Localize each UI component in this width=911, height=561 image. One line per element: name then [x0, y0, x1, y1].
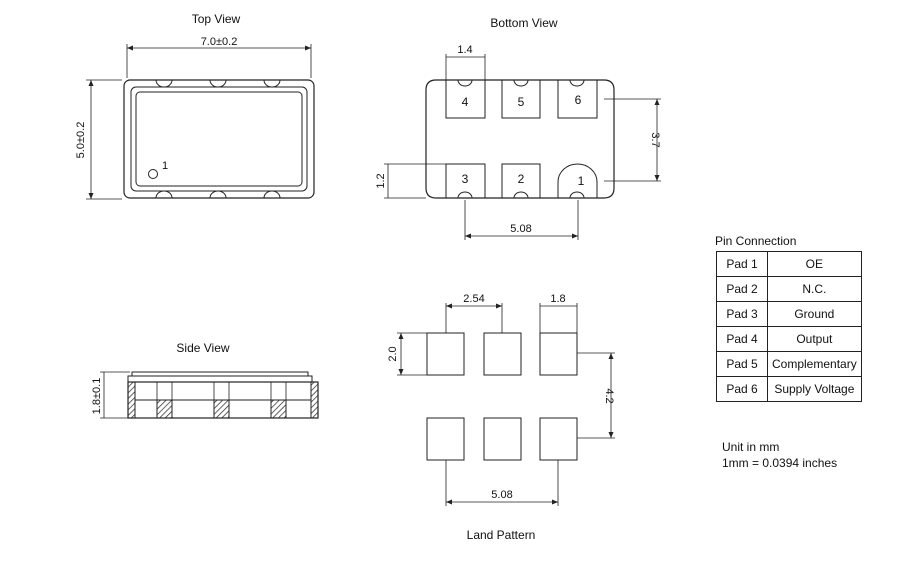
pad-cell: Pad 2: [716, 276, 768, 302]
land-pad-top-2: [483, 332, 522, 376]
bottom-package-outline: [425, 79, 615, 199]
pad-cell: Pad 3: [716, 301, 768, 327]
table-row: Pad 1 OE: [716, 251, 862, 277]
side-view: Side View 1.8±0.1: [91, 341, 319, 419]
function-cell: OE: [767, 251, 862, 277]
land-pad-top-3: [539, 332, 578, 376]
lp-pad-width-dim: 1.8: [550, 293, 565, 305]
lp-pitch-dim: 2.54: [463, 293, 484, 305]
top-view-title: Top View: [192, 12, 241, 26]
table-row: Pad 2 N.C.: [716, 276, 862, 302]
pad-6: [557, 79, 598, 119]
side-edge-left: [127, 381, 136, 419]
table-row: Pad 3 Ground: [716, 301, 862, 327]
pad-6-label: 6: [575, 93, 582, 107]
pad-4-label: 4: [462, 95, 469, 109]
top-lid-outer: [130, 86, 308, 192]
pad-5-label: 5: [518, 95, 525, 109]
bv-row-spacing-dim: 3.7: [649, 132, 661, 147]
unit-note: Unit in mm: [722, 440, 780, 454]
top-view: Top View 7.0±0.2 5.0±0.2 1: [75, 12, 315, 200]
pad-3-label: 3: [462, 172, 469, 186]
function-cell: Complementary: [767, 351, 862, 377]
pin-connection-table: Pad 1 OE Pad 2 N.C. Pad 3 Ground Pad 4 O…: [716, 251, 862, 402]
lp-pitch-arrows: [446, 303, 502, 309]
pad-1: [557, 163, 598, 198]
land-pattern-title: Land Pattern: [467, 528, 536, 542]
bv-pad-height-dim: 1.2: [375, 173, 387, 188]
bottom-view-title: Bottom View: [490, 16, 557, 30]
function-cell: Ground: [767, 301, 862, 327]
bottom-view: Bottom View 1.4 4 5 6 3 2 1 3.7 1.2: [375, 16, 661, 240]
pin-connection-title: Pin Connection: [715, 234, 797, 248]
pad-5: [501, 79, 541, 119]
pad-cell: Pad 1: [716, 251, 768, 277]
conversion-note: 1mm = 0.0394 inches: [722, 456, 838, 470]
function-cell: Output: [767, 326, 862, 352]
top-lid-inner: [135, 91, 303, 187]
side-height-dim: 1.8±0.1: [91, 378, 103, 415]
top-height-dim: 5.0±0.2: [75, 122, 87, 159]
table-row: Pad 4 Output: [716, 326, 862, 352]
top-width-dim: 7.0±0.2: [201, 36, 238, 48]
table-row: Pad 6 Supply Voltage: [716, 376, 862, 402]
table-row: Pad 5 Complementary: [716, 351, 862, 377]
bv-span-dim: 5.08: [510, 223, 531, 235]
pad-cell: Pad 5: [716, 351, 768, 377]
land-pad-bottom-2: [483, 417, 522, 461]
side-terminal-2: [213, 399, 230, 419]
function-cell: Supply Voltage: [767, 376, 862, 402]
lp-row-spacing-dim: 4.2: [603, 388, 615, 403]
lp-span-dim: 5.08: [491, 489, 512, 501]
pin1-marker-icon: [148, 169, 158, 179]
land-pad-bottom-3: [539, 417, 578, 461]
land-pad-bottom-1: [426, 417, 465, 461]
land-pad-top-1: [426, 332, 465, 376]
land-pattern: Land Pattern 2.54 1.8 2.0 4.2: [387, 293, 615, 542]
side-terminal-3: [270, 399, 287, 419]
side-terminal-1: [156, 399, 173, 419]
bottom-castellations: [457, 79, 585, 199]
pad-4: [445, 79, 486, 119]
pad-3: [445, 163, 486, 199]
side-lid-flange: [127, 375, 313, 383]
pad-2-label: 2: [518, 172, 525, 186]
function-cell: N.C.: [767, 276, 862, 302]
top-package-outline: [123, 79, 315, 199]
side-lid-top: [131, 371, 309, 377]
bv-pad-width-dim: 1.4: [457, 44, 472, 56]
side-view-title: Side View: [176, 341, 229, 355]
lp-pad-height-dim: 2.0: [387, 346, 399, 361]
pin1-label: 1: [162, 160, 168, 172]
pad-cell: Pad 4: [716, 326, 768, 352]
side-edge-right: [310, 381, 319, 419]
pad-cell: Pad 6: [716, 376, 768, 402]
pad-1-label: 1: [578, 174, 585, 188]
pad-2: [501, 163, 541, 199]
